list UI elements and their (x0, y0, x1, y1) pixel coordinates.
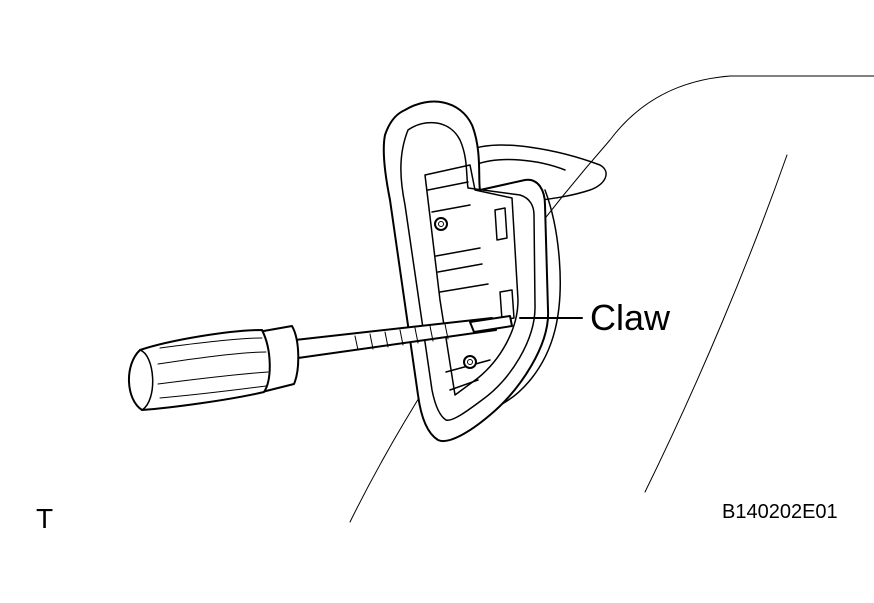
screw-hole-lower (463, 355, 477, 369)
screwdriver (127, 315, 513, 411)
mounting-bracket (469, 144, 607, 406)
handle-cover (382, 100, 550, 443)
trim-panel-outline (349, 75, 874, 523)
claw-label: Claw (590, 297, 671, 338)
screw-hole-upper (434, 217, 448, 231)
corner-marker: T (36, 503, 53, 534)
figure-code: B140202E01 (722, 501, 838, 523)
